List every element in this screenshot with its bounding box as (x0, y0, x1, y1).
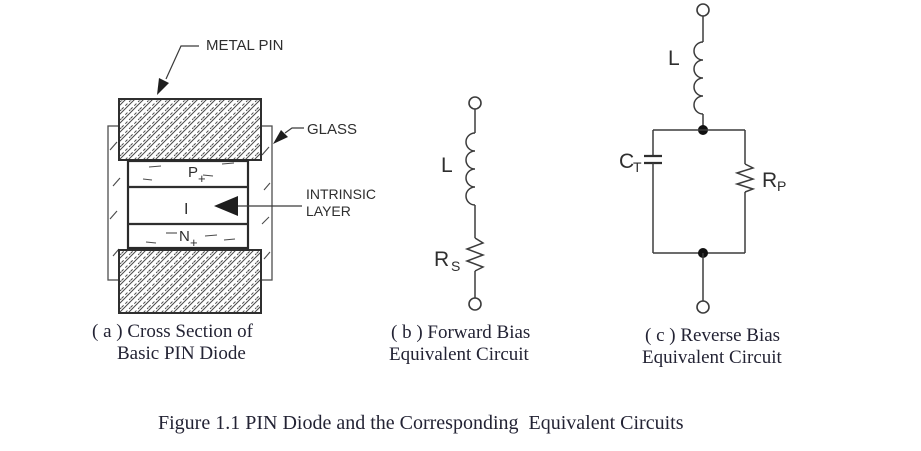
intrinsic-layer-callout: INTRINSIC LAYER (214, 186, 376, 219)
glass-texture-marks (109, 141, 271, 260)
glass-arrow-icon (273, 130, 288, 144)
glass-label: GLASS (307, 121, 357, 138)
resistor-label-b: R (434, 248, 449, 271)
metal-pin-callout: METAL PIN (157, 37, 284, 95)
bottom-metal-pin (118, 249, 262, 314)
capacitor-sub-c: T (633, 159, 642, 175)
top-metal-pin (118, 98, 262, 161)
terminal-circle (696, 3, 710, 17)
inductor-label-b: L (441, 154, 453, 177)
terminal-circle (468, 96, 482, 110)
resistor-sub-c: P (777, 178, 786, 194)
i-layer-label: I (184, 201, 188, 218)
reverse-bias-circuit: L C T R P (619, 3, 786, 314)
panel-b-caption-line2: Equivalent Circuit (389, 344, 529, 365)
panel-a-caption-line2: Basic PIN Diode (117, 343, 246, 364)
intrinsic-layer-arrow-icon (214, 196, 238, 216)
resistor-zigzag (734, 163, 756, 193)
glass-callout: GLASS (273, 121, 357, 144)
terminal-circle (696, 300, 710, 314)
p-plus-sign: + (198, 171, 206, 186)
capacitor-label-c: C (619, 150, 634, 173)
forward-bias-circuit: L R S (434, 96, 486, 311)
metal-pin-arrow-icon (157, 78, 169, 95)
panel-a-caption-line1: ( a ) Cross Section of (92, 321, 253, 342)
figure-caption: Figure 1.1 PIN Diode and the Correspondi… (158, 412, 684, 434)
p-layer-label: P (188, 164, 198, 181)
resistor-zigzag (464, 237, 486, 272)
resistor-sub-b: S (451, 258, 460, 274)
n-layer-label: N (179, 228, 190, 245)
panel-b-caption-line1: ( b ) Forward Bias (391, 322, 531, 343)
inductor-coil (465, 132, 476, 206)
n-plus-sign: + (190, 235, 198, 250)
inductor-coil (693, 41, 704, 115)
metal-pin-label: METAL PIN (206, 37, 284, 54)
pin-diode-figure: P + I N + METAL PIN GLASS INTRINSIC LAYE… (107, 3, 786, 314)
terminal-circle (468, 297, 482, 311)
intrinsic-label-line1: INTRINSIC (306, 186, 376, 202)
resistor-label-c: R (762, 169, 777, 192)
diode-cross-section: P + I N + METAL PIN GLASS INTRINSIC LAYE… (107, 37, 376, 314)
panel-c-caption-line1: ( c ) Reverse Bias (645, 325, 781, 346)
inductor-label-c: L (668, 47, 680, 70)
panel-c-caption-line2: Equivalent Circuit (642, 347, 782, 368)
intrinsic-label-line2: LAYER (306, 203, 351, 219)
